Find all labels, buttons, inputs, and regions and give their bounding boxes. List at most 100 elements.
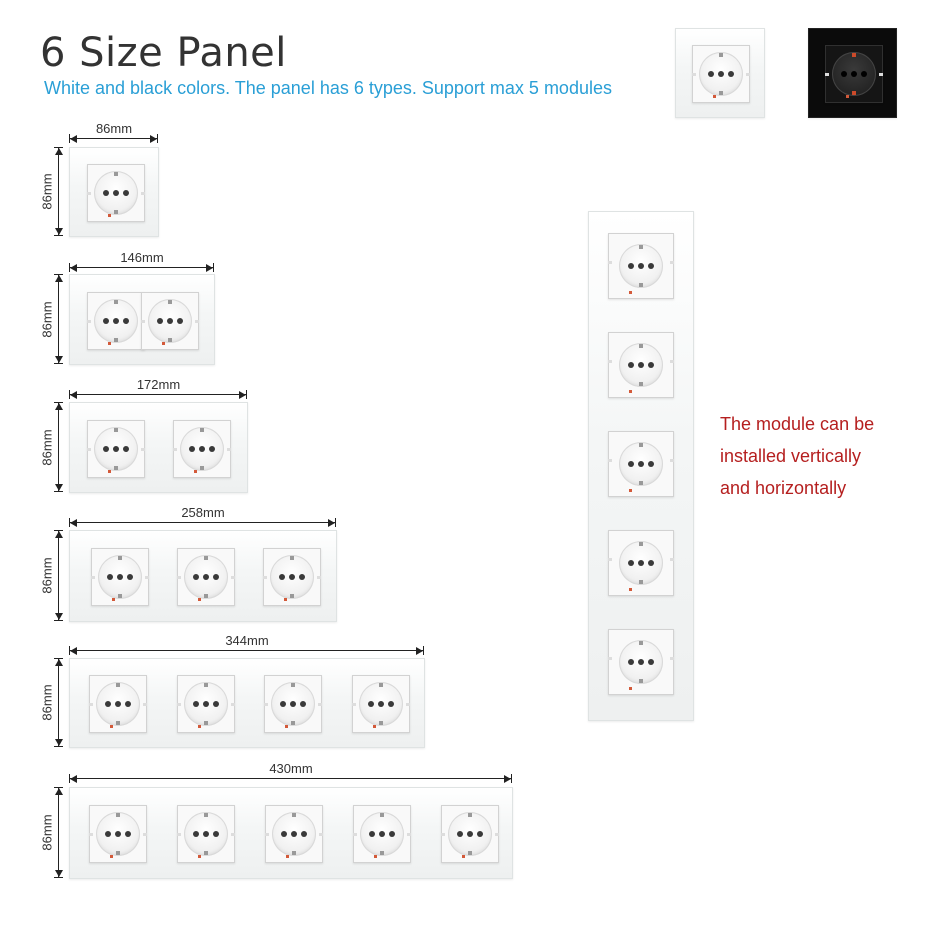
panel-344mm (69, 658, 425, 748)
socket-pin (105, 831, 111, 837)
width-dimension-line (69, 518, 336, 527)
earth-clip (639, 344, 643, 348)
socket-pin (125, 701, 131, 707)
socket-pin (648, 263, 654, 269)
schuko-socket-icon (271, 682, 315, 726)
arrow-up-icon (55, 659, 63, 666)
black-panel-swatch (808, 28, 897, 118)
module-marker (629, 291, 632, 294)
note-line: and horizontally (720, 478, 847, 498)
arrow-down-icon (55, 613, 63, 620)
earth-clip (719, 53, 723, 57)
page-title: 6 Size Panel (40, 30, 287, 76)
schuko-socket-icon (619, 244, 663, 288)
module-marker (629, 390, 632, 393)
earth-clip (114, 300, 118, 304)
arrow-down-icon (55, 356, 63, 363)
socket-module (825, 45, 883, 103)
module-tab (670, 459, 674, 462)
socket-pin (113, 318, 119, 324)
module-tab (825, 73, 829, 76)
schuko-socket-icon (272, 812, 316, 856)
schuko-socket-icon (448, 812, 492, 856)
socket-pin (638, 659, 644, 665)
socket-module (87, 420, 145, 478)
earth-clip (719, 91, 723, 95)
socket-module (692, 45, 750, 103)
earth-clip (639, 542, 643, 546)
earth-clip (200, 466, 204, 470)
module-marker (374, 855, 377, 858)
module-marker (162, 342, 165, 345)
module-tab (141, 448, 145, 451)
width-label: 344mm (225, 633, 269, 648)
module-tab (177, 703, 181, 706)
socket-pin (638, 560, 644, 566)
width-label: 430mm (269, 761, 313, 776)
height-dimension-line (54, 530, 63, 621)
height-label: 86mm (39, 814, 55, 851)
socket-module (608, 332, 674, 398)
earth-clip (114, 428, 118, 432)
module-tab (87, 320, 91, 323)
earth-clip (290, 594, 294, 598)
module-tab (145, 576, 149, 579)
module-marker (112, 598, 115, 601)
earth-clip (639, 641, 643, 645)
module-tab (195, 320, 199, 323)
socket-pin (113, 446, 119, 452)
socket-pin (123, 190, 129, 196)
arrow-left-icon (70, 647, 77, 655)
socket-module (91, 548, 149, 606)
earth-clip (204, 813, 208, 817)
socket-module (141, 292, 199, 350)
note-line: The module can be (720, 414, 875, 434)
module-tab (227, 448, 231, 451)
socket-pin (203, 831, 209, 837)
note-line: installed vertically (720, 446, 862, 466)
module-tab (879, 73, 883, 76)
earth-clip (114, 338, 118, 342)
earth-clip (204, 851, 208, 855)
socket-pin (177, 318, 183, 324)
socket-pin (193, 574, 199, 580)
height-dimension-line (54, 402, 63, 492)
module-tab (231, 576, 235, 579)
arrow-up-icon (55, 275, 63, 282)
earth-clip (468, 813, 472, 817)
arrow-down-icon (55, 228, 63, 235)
vertical-panel (588, 211, 694, 721)
socket-pin (368, 701, 374, 707)
socket-pin (167, 318, 173, 324)
arrow-left-icon (70, 391, 77, 399)
earth-clip (852, 53, 856, 57)
module-tab (143, 703, 147, 706)
arrow-up-icon (55, 148, 63, 155)
schuko-socket-icon (180, 427, 224, 471)
socket-pin (213, 701, 219, 707)
socket-pin (378, 701, 384, 707)
socket-pin (300, 701, 306, 707)
height-label: 86mm (39, 557, 55, 594)
module-marker (629, 687, 632, 690)
width-label: 86mm (95, 121, 133, 136)
height-label: 86mm (39, 173, 55, 210)
socket-pin (861, 71, 867, 77)
module-marker (373, 725, 376, 728)
earth-clip (639, 580, 643, 584)
module-tab (608, 261, 612, 264)
socket-module (441, 805, 499, 863)
socket-pin (648, 461, 654, 467)
module-tab (353, 833, 357, 836)
socket-pin (105, 701, 111, 707)
module-marker (462, 855, 465, 858)
module-tab (177, 576, 181, 579)
socket-pin (290, 701, 296, 707)
earth-clip (204, 594, 208, 598)
module-tab (89, 703, 93, 706)
width-dimension-line (69, 646, 424, 655)
socket-module (173, 420, 231, 478)
earth-clip (639, 679, 643, 683)
module-marker (198, 598, 201, 601)
earth-clip (116, 683, 120, 687)
